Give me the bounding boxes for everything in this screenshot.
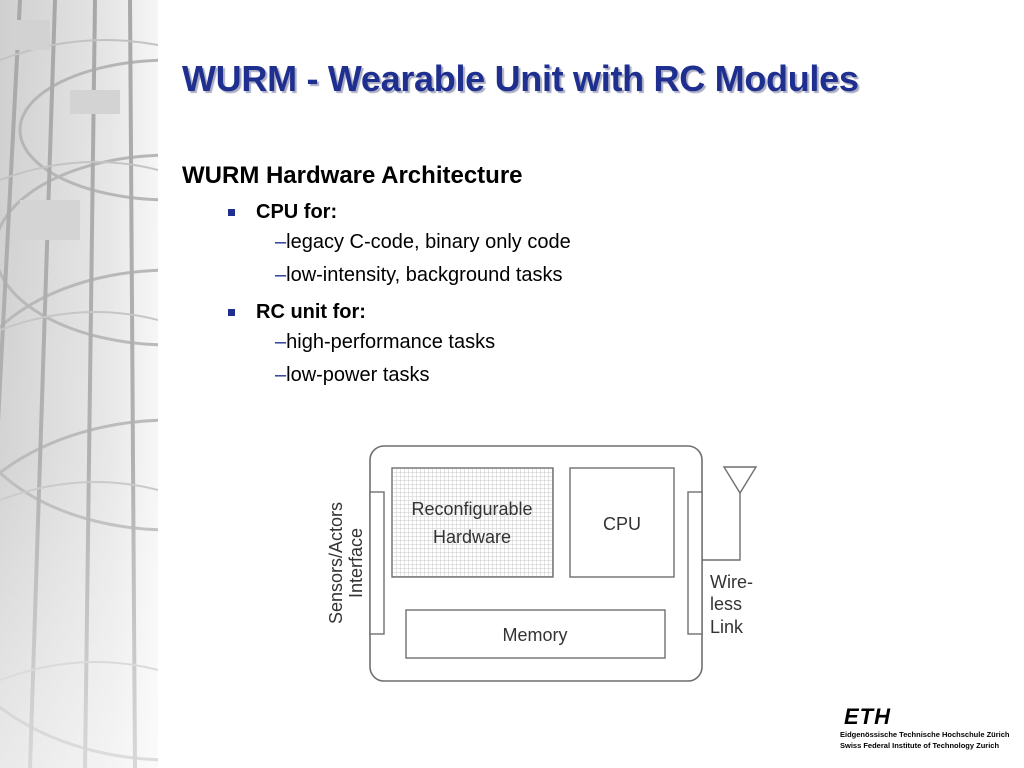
antenna-connector-line [702,475,741,561]
sub-bullet-item: –high-performance tasks [275,326,571,359]
bullet-label: RC unit for: [256,301,366,323]
dash-bullet-icon: – [275,364,287,386]
sensors-label-line2: Interface [346,528,366,598]
eth-logo: ETH Eidgenössische Technische Hochschule… [840,706,1010,751]
wireless-label-line2: less [710,594,742,614]
square-bullet-icon [228,209,235,216]
wireless-interface-port [687,491,703,635]
bullet-label: CPU for: [256,201,338,223]
cpu-block [569,467,675,578]
bullet-item-cpu: CPU for: [228,198,571,226]
eth-wordmark: ETH [844,704,891,729]
architecture-diagram: Reconfigurable Hardware CPU Memory Senso… [326,445,758,682]
slide-content: WURM Hardware Architecture CPU for: –leg… [182,160,571,392]
memory-label: Memory [502,625,567,645]
sub-bullet-text: low-power tasks [286,364,430,386]
eth-name-english: Swiss Federal Institute of Technology Zu… [840,741,1000,750]
sub-bullet-item: –low-power tasks [275,359,571,392]
eth-name-german: Eidgenössische Technische Hochschule Zür… [840,730,1010,739]
sub-bullet-item: –low-intensity, background tasks [275,259,571,292]
antenna-icon [722,466,758,495]
sidebar-decoration [0,0,158,768]
sensors-label-line1: Sensors/Actors [326,502,346,624]
memory-block [405,609,666,659]
slide-title: WURM - Wearable Unit with RC Modules [182,58,859,99]
sub-bullet-text: low-intensity, background tasks [286,264,563,286]
sub-bullet-text: legacy C-code, binary only code [286,231,571,253]
dash-bullet-icon: – [275,264,287,286]
rc-label-line2: Hardware [433,527,511,547]
rc-label-line1: Reconfigurable [411,499,532,519]
dome-background-image [0,0,158,768]
sub-bullet-item: –legacy C-code, binary only code [275,226,571,259]
dash-bullet-icon: – [275,331,287,353]
dash-bullet-icon: – [275,231,287,253]
sub-bullet-text: high-performance tasks [286,331,496,353]
wireless-label-line1: Wire- [710,572,753,592]
bullet-item-rc-unit: RC unit for: [228,298,571,326]
reconfigurable-hardware-block [391,467,554,578]
sensors-interface-port [369,491,385,635]
square-bullet-icon [228,309,235,316]
section-heading: WURM Hardware Architecture [182,162,523,189]
cpu-label: CPU [603,514,641,534]
wireless-label-line3: Link [710,617,744,637]
